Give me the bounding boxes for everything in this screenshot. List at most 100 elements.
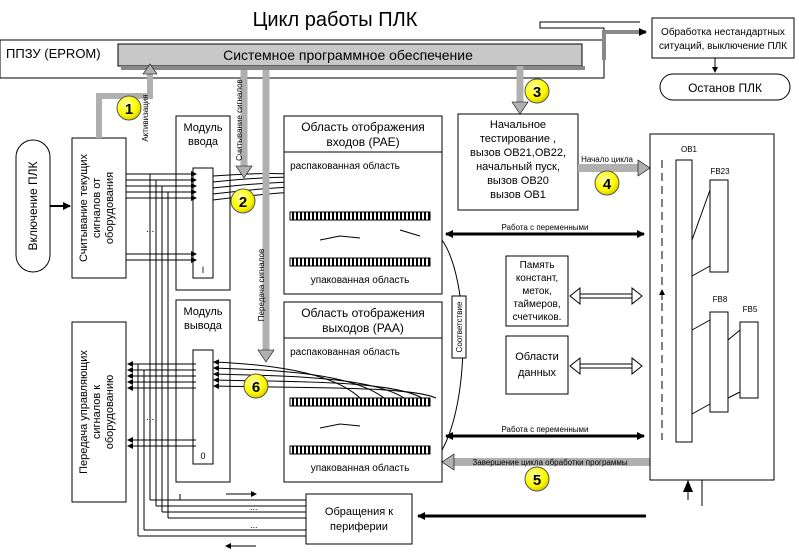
paa-packed-bar xyxy=(289,445,431,455)
periphery-line-1: Обращения к xyxy=(325,506,393,518)
input-module-strip xyxy=(192,167,214,279)
init-line-2: тестирование , xyxy=(480,133,556,145)
memory-line-3: меток, xyxy=(522,286,551,297)
exceptions-line-2: ситуаций, выключение ПЛК xyxy=(659,41,787,52)
read-inputs-line-3: оборудования xyxy=(104,172,116,244)
fb5-label: FB5 xyxy=(743,305,758,314)
fb23-label: FB23 xyxy=(710,167,730,176)
init-line-6: вызов OB1 xyxy=(490,189,546,201)
step-3-label: 3 xyxy=(533,84,541,101)
program-frame-exit xyxy=(687,480,703,506)
init-line-4: начальный пуск, xyxy=(476,161,560,173)
pae-squiggle xyxy=(319,235,361,241)
ob1-block xyxy=(675,159,693,443)
paa-packed: упакованная область xyxy=(311,462,410,474)
pae-squiggle-2 xyxy=(399,229,421,237)
input-signal-lines xyxy=(126,171,197,518)
cycle-start-label: Начало цикла xyxy=(581,155,633,164)
output-module-line-2: вывода xyxy=(184,320,223,332)
input-module-line-2: ввода xyxy=(188,136,219,148)
power-on-label: Включение ПЛК xyxy=(26,162,40,251)
work-vars-label-1: Работа с переменными xyxy=(501,223,588,232)
step-marker-2: 2 xyxy=(230,188,256,214)
periphery-ellipsis-1: ... xyxy=(250,502,258,512)
write-outputs-line-2: сигналов к xyxy=(91,385,103,439)
memory-line-1: Память xyxy=(520,260,555,271)
data-areas-line-1: Области xyxy=(515,351,559,363)
init-box xyxy=(457,113,579,211)
output-module-line-1: Модуль xyxy=(184,306,223,318)
write-signals-label: Передача сигналов xyxy=(257,249,266,321)
pae-unpacked-bar xyxy=(289,211,431,221)
read-inputs-line-1: Считывание текущих xyxy=(78,153,90,262)
output-module-strip xyxy=(192,349,214,465)
fb5-call xyxy=(727,329,741,341)
memory-line-5: счетчиков. xyxy=(513,312,562,323)
init-arrowhead xyxy=(511,101,529,115)
paa-squiggle xyxy=(319,423,361,429)
step-5-label: 5 xyxy=(533,472,541,489)
step-1-label: 1 xyxy=(125,101,133,118)
paa-line-2: выходов (PAA) xyxy=(322,321,404,335)
exceptions-line-1: Обработка нестандартных xyxy=(661,26,785,38)
fb8-block xyxy=(709,311,729,413)
work-vars-label-2: Работа с переменными xyxy=(501,425,588,434)
fb8-label: FB8 xyxy=(713,295,728,304)
stop-plc-label: Останов ПЛК xyxy=(688,81,762,95)
exceptions-box xyxy=(651,17,795,59)
activation-label: Активизация xyxy=(141,94,150,141)
pae-unpacked: распакованная область xyxy=(290,160,400,172)
system-software-label: Системное программное обеспечение xyxy=(223,47,473,63)
input-module-line-1: Модуль xyxy=(184,122,223,134)
paa-unpacked: распакованная область xyxy=(290,346,400,358)
pae-line-1: Область отображения xyxy=(301,120,425,134)
data-areas-line-2: данных xyxy=(518,367,557,379)
fb5-block xyxy=(739,321,759,399)
cycle-start-arrowhead xyxy=(637,159,651,177)
activation-arrowhead xyxy=(142,63,158,75)
read-inputs-box xyxy=(71,137,127,279)
input-ellipsis: ... xyxy=(146,224,154,235)
output-signal-lines xyxy=(127,361,196,536)
fb23-block xyxy=(709,179,729,273)
init-line-5: вызов OB20 xyxy=(487,175,549,187)
cycle-end-arrowhead xyxy=(441,453,455,471)
cycle-end-label: Завершение цикла обработки программы xyxy=(472,458,627,467)
step-marker-4: 4 xyxy=(594,170,620,196)
data-areas-box xyxy=(505,335,569,395)
write-signals-arrowhead xyxy=(257,349,275,363)
step-marker-5: 5 xyxy=(524,466,550,492)
pae-packed: упакованная область xyxy=(311,274,410,286)
output-module-marker: 0 xyxy=(200,451,205,461)
correspondence-label: Соответствие xyxy=(455,301,464,352)
step-4-label: 4 xyxy=(603,176,612,193)
fb23-call xyxy=(691,189,711,241)
init-line-1: Начальное xyxy=(490,119,546,131)
read-inputs-line-2: сигналов от xyxy=(91,178,103,238)
data-link-heads xyxy=(569,356,643,376)
system-software-shadow xyxy=(121,66,585,70)
diagram-title: Цикл работы ПЛК xyxy=(253,9,418,31)
periphery-line-2: периферии xyxy=(330,521,388,533)
step-6-label: 6 xyxy=(252,379,260,396)
step-marker-6: 6 xyxy=(243,373,269,399)
fb5-return xyxy=(727,391,741,399)
ob1-label: OB1 xyxy=(681,145,698,154)
output-ellipsis: ... xyxy=(146,412,154,423)
periphery-box xyxy=(305,493,413,545)
memory-line-2: констант, xyxy=(516,273,558,284)
pae-packed-bar xyxy=(289,257,431,267)
correspondence-box xyxy=(451,295,467,359)
write-outputs-line-1: Передача управляющих xyxy=(78,350,90,474)
write-outputs-box xyxy=(71,321,127,503)
paa-line-1: Область отображения xyxy=(301,306,425,320)
fb8-return xyxy=(691,403,711,415)
step-marker-1: 1 xyxy=(116,95,142,121)
step-2-label: 2 xyxy=(239,194,247,211)
init-line-3: вызов OB21,OB22, xyxy=(470,147,566,159)
input-module-marker: I xyxy=(202,265,205,275)
periphery-ellipsis-2: ... xyxy=(250,520,258,530)
read-signals-arrowhead xyxy=(235,165,253,179)
